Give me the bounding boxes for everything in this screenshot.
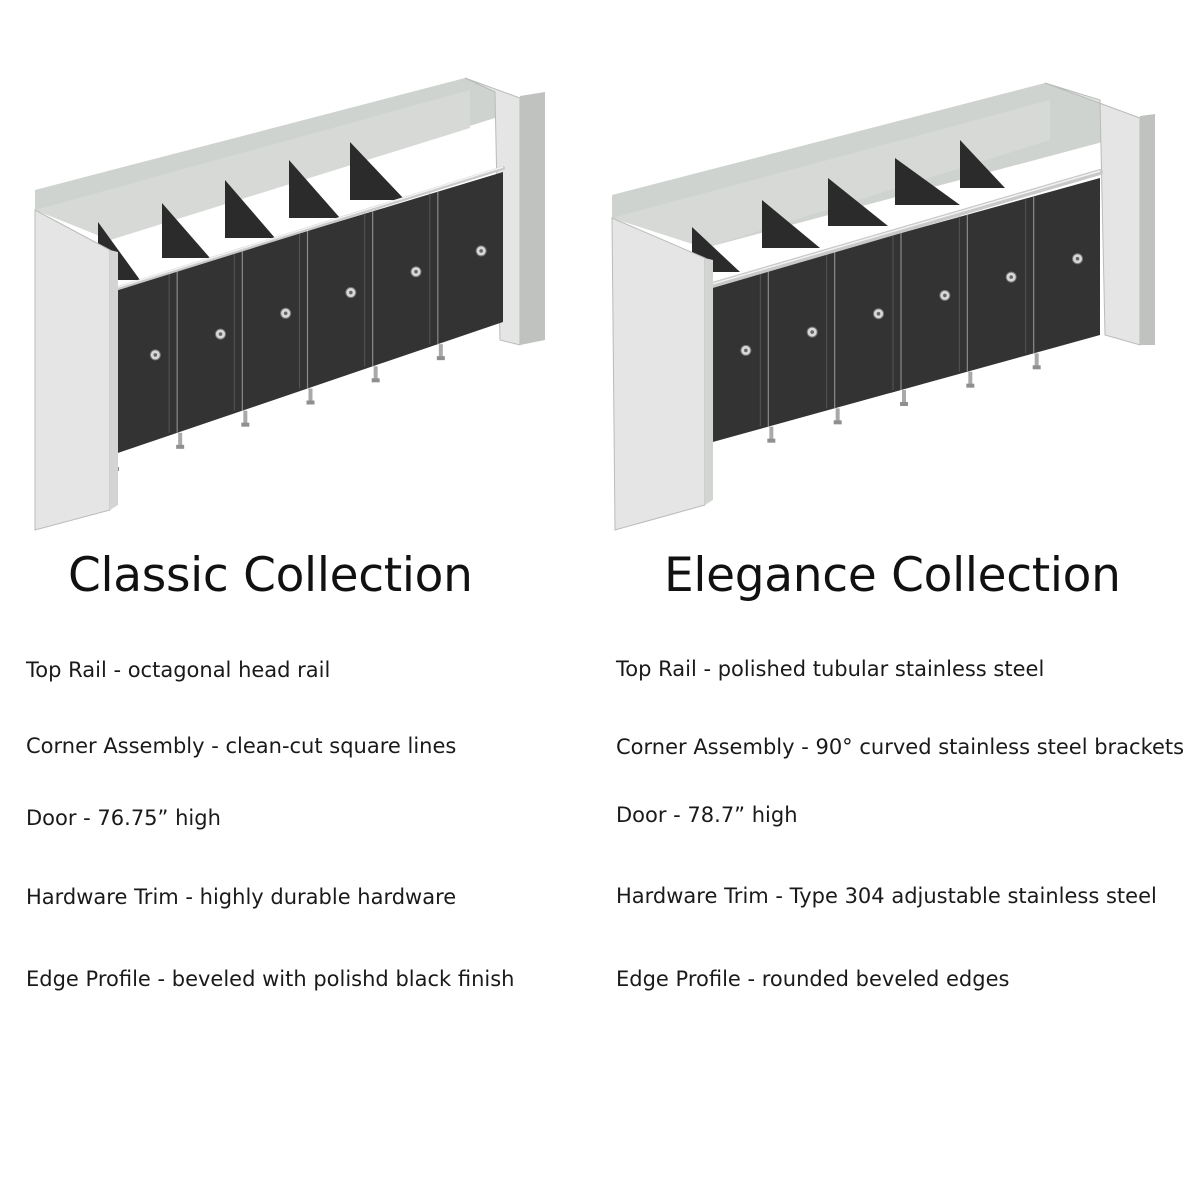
front-left-wall-side: [705, 258, 713, 505]
front-left-wall: [611, 217, 706, 531]
door-knob-center: [153, 353, 158, 357]
pilaster-foot: [968, 371, 973, 386]
classic-spec-hardware-trim: Hardware Trim - highly durable hardware: [26, 885, 457, 909]
right-wall-edge: [520, 92, 545, 345]
stall-partition: [225, 180, 275, 238]
pilaster-shoe: [241, 422, 250, 427]
pilaster-foot: [438, 344, 443, 359]
door-knob-center: [414, 269, 418, 274]
head-rail: [110, 166, 505, 292]
stall-partition: [828, 178, 888, 226]
pilaster-shoe: [436, 356, 445, 361]
pilaster-shoe: [176, 444, 185, 449]
door-knob-center: [218, 332, 223, 336]
classic-spec-corner-assembly: Corner Assembly - clean-cut square lines: [26, 734, 457, 758]
right-end-wall: [1044, 82, 1141, 346]
pilaster-shoe: [306, 400, 315, 405]
pilaster-foot: [373, 366, 378, 381]
pilaster-shoe: [1032, 365, 1041, 370]
stall-partition: [960, 140, 1005, 188]
classic-spec-edge-profile: Edge Profile - beveled with polishd blac…: [26, 967, 515, 991]
door-knob-center: [283, 311, 288, 316]
pilaster-foot: [1034, 353, 1039, 368]
classic-collection-title: Classic Collection: [68, 548, 473, 603]
front-left-wall-side: [110, 250, 118, 510]
elegance-spec-hardware-trim: Hardware Trim - Type 304 adjustable stai…: [616, 884, 1157, 908]
elegance-partition-illustration: [600, 0, 1200, 545]
door-knob-center: [943, 293, 947, 298]
pilaster-shoe: [900, 402, 908, 406]
door-knob-center: [744, 348, 748, 353]
pilaster-foot: [243, 410, 248, 425]
stall-partition: [289, 160, 340, 218]
right-end-wall: [464, 77, 521, 346]
door-knob-center: [349, 290, 353, 295]
door-knob-center: [479, 249, 483, 253]
pilaster-foot: [178, 432, 183, 447]
classic-partition-illustration: [0, 0, 600, 545]
stall-partition: [162, 203, 210, 258]
classic-spec-top-rail: Top Rail - octagonal head rail: [26, 658, 331, 682]
right-wall-edge: [1140, 114, 1155, 345]
pilaster-shoe: [966, 383, 975, 388]
stall-partition: [895, 158, 960, 205]
pilaster-shoe: [371, 378, 380, 383]
door-knob-center: [1075, 256, 1080, 261]
pilaster-foot: [769, 426, 774, 441]
elegance-collection-title: Elegance Collection: [664, 548, 1121, 603]
pilaster-shoe: [833, 420, 842, 425]
head-rail-highlight: [111, 166, 504, 290]
pilaster-shoe: [767, 438, 776, 443]
elegance-spec-corner-assembly: Corner Assembly - 90° curved stainless s…: [616, 735, 1185, 759]
head-rail: [699, 169, 1103, 291]
classic-spec-door: Door - 76.75” high: [26, 806, 221, 830]
pilaster-foot: [835, 408, 840, 423]
pilaster-foot: [902, 390, 906, 404]
stall-partition: [350, 142, 405, 200]
back-wall: [35, 90, 470, 240]
elegance-spec-door: Door - 78.7” high: [616, 803, 798, 827]
door-knob-center: [1009, 275, 1013, 279]
elegance-spec-edge-profile: Edge Profile - rounded beveled edges: [616, 967, 1010, 991]
head-rail-highlight: [701, 170, 1101, 288]
back-wall: [612, 100, 1050, 248]
stall-partition: [762, 200, 820, 248]
pilaster-foot: [308, 388, 313, 403]
door-knob-center: [876, 311, 881, 316]
door-knob-center: [810, 330, 814, 334]
front-left-wall: [34, 209, 111, 531]
elegance-spec-top-rail: Top Rail - polished tubular stainless st…: [616, 657, 1045, 681]
